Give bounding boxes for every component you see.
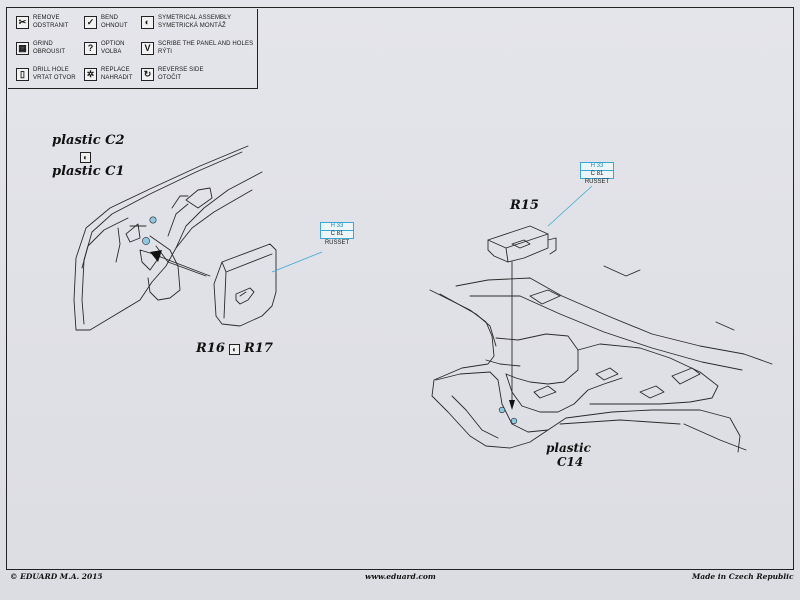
legend-text: RÝTI [158,48,173,55]
drill-hole-marker [142,237,150,245]
legend-text: REVERSE SIDE [158,67,204,73]
symmetrical-assembly-icon: ◐ [229,344,240,355]
paint-callout-right: H 33 C 81 [580,162,614,179]
legend-text: NAHRADIT [101,74,133,81]
paint-code-c: C 81 [590,171,604,177]
legend-text: BEND [101,15,119,21]
sheet-frame [6,7,794,570]
paint-code-h: H 33 [581,163,613,171]
paint-code-h: H 33 [321,223,353,231]
legend-text: OBROUSIT [33,48,66,55]
label-plastic-c1: plastic C1 [52,164,125,179]
label-r15: R15 [510,198,539,213]
label-r16: R16 [196,341,225,356]
footer-made-in: Made in Czech Republic [692,572,794,581]
scribe-icon: V [141,42,154,55]
legend-text: VRTAT OTVOR [33,74,76,81]
footer-copyright: © EDUARD M.A. 2015 [10,572,103,581]
replace-icon: ✲ [84,68,97,81]
paint-code-c: C 81 [330,231,344,237]
legend-text: OPTION [101,41,125,47]
left-side-panel-drawing [73,145,263,331]
paint-leader-right [547,185,593,227]
drill-hole-marker [149,216,157,224]
legend-text: OHNOUT [101,22,128,29]
legend-text: REPLACE [101,67,130,73]
symmetrical-assembly-icon: ◐ [141,16,154,29]
paint-leader-left [271,251,323,273]
option-icon: ? [84,42,97,55]
grind-icon: ▦ [16,42,29,55]
c14-floor-drawing [429,265,773,453]
legend-text: ODSTRANIT [33,22,69,29]
drill-hole-marker [498,406,506,414]
legend-text: OTOČIT [158,74,182,81]
legend-text: SYMETRICKÁ MONTÁŽ [158,22,226,29]
legend-text: SCRIBE THE PANEL AND HOLES [158,41,254,47]
remove-icon: ✂ [16,16,29,29]
reverse-side-icon: ↻ [141,68,154,81]
legend-text: DRILL HOLE [33,67,69,73]
paint-name-right: RUSSET [584,179,610,185]
paint-callout-left: H 33 C 81 [320,222,354,239]
bend-icon: ✓ [84,16,97,29]
arrow-head-left [150,250,162,262]
footer-website: www.eduard.com [365,572,436,581]
r15-part-drawing [487,225,557,263]
label-plastic-c2: plastic C2 [52,133,125,148]
label-plastic-c14-line2: C14 [557,455,584,469]
symmetrical-assembly-icon: ◐ [80,152,91,163]
label-r17: R17 [244,341,273,356]
paint-name-left: RUSSET [324,240,350,246]
drill-hole-icon: ▯ [16,68,29,81]
legend-text: GRIND [33,41,53,47]
legend-text: SYMETRICAL ASSEMBLY [158,15,232,21]
label-plastic-c14-line1: plastic [546,441,591,455]
legend-text: VOLBA [101,48,122,55]
drill-hole-marker [510,417,518,425]
assembly-leader-left [157,255,211,277]
r16-panel-drawing [213,243,277,327]
arrow-head-right [509,400,515,410]
legend-text: REMOVE [33,15,60,21]
